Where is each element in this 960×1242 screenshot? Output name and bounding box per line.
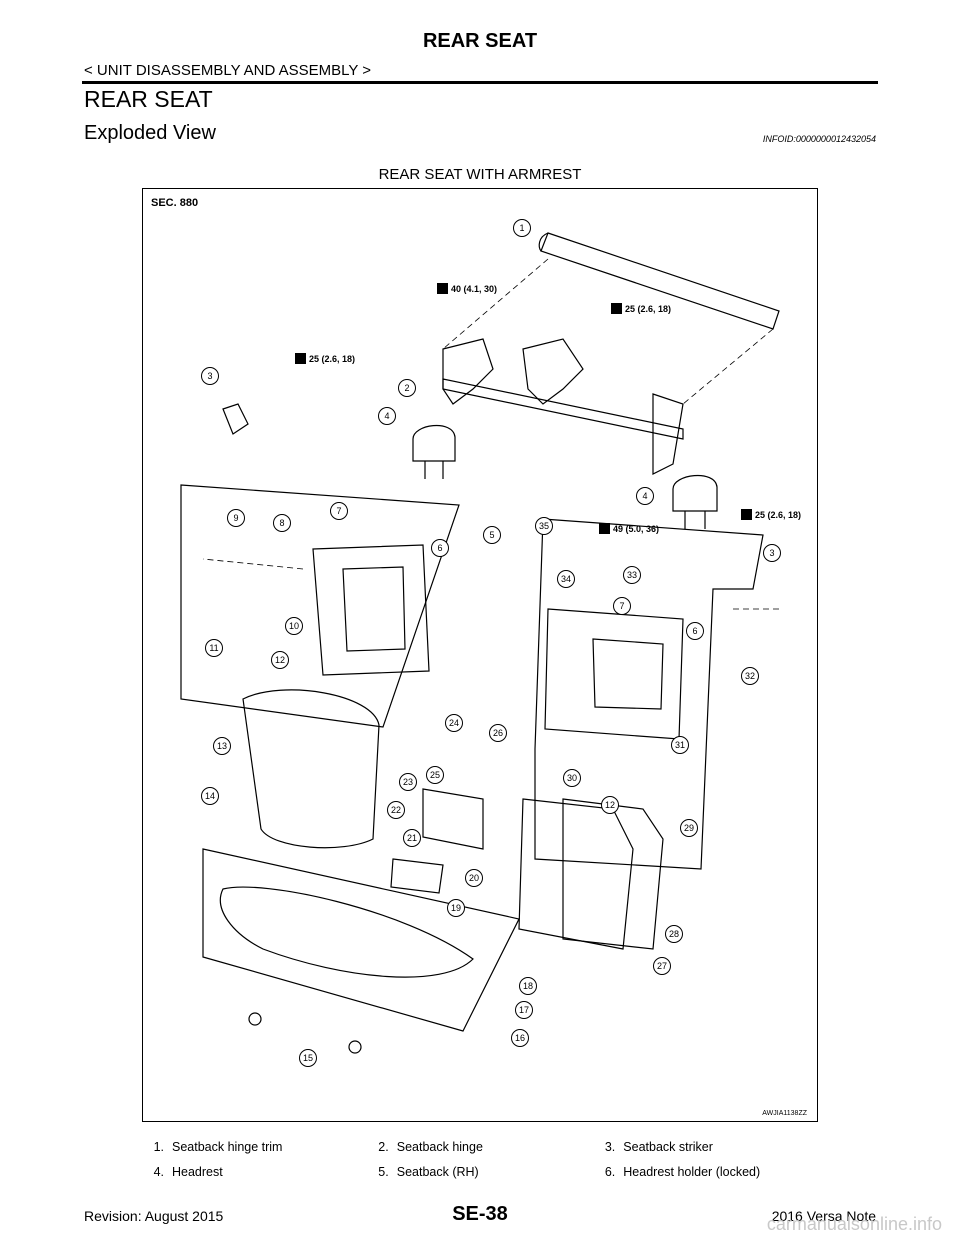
torque-icon [437,283,448,294]
page-number: SE-38 [452,1203,508,1225]
callout-28: 28 [665,925,683,943]
legend-number: 5. [378,1165,389,1179]
callout-27: 27 [653,957,671,975]
torque-value: 25 (2.6, 18) [309,353,356,364]
torque-spec: 25 (2.6, 18) [611,303,671,314]
torque-value: 25 (2.6, 18) [755,509,802,520]
callout-16: 16 [511,1029,529,1047]
callout-26: 26 [489,724,507,742]
callout-7: 7 [330,502,348,520]
torque-icon [295,353,306,364]
callout-4: 4 [636,487,654,505]
callout-5: 5 [483,526,501,544]
legend-number: 4. [153,1165,164,1179]
legend-number: 6. [604,1165,616,1179]
legend-text: Headrest [172,1165,223,1179]
legend-item: 3. Seatback striker [593,1140,818,1165]
callout-4: 4 [378,407,396,425]
legend-text: Seatback striker [623,1140,713,1154]
subsection-title: Exploded View [84,122,216,144]
torque-spec: 49 (5.0, 36) [599,523,659,534]
legend-text: Headrest holder (locked) [623,1165,761,1179]
info-id: INFOID:0000000012432054 [762,134,876,144]
torque-spec: 25 (2.6, 18) [295,353,355,364]
callout-9: 9 [227,509,245,527]
torque-value: 25 (2.6, 18) [625,303,672,314]
page-header-title: REAR SEAT [422,30,538,52]
callout-23: 23 [399,773,417,791]
callout-12: 12 [601,796,619,814]
callout-10: 10 [285,617,303,635]
legend-item: 4. Headrest [142,1165,367,1190]
callout-29: 29 [680,819,698,837]
legend-item: 5. Seatback (RH) [367,1165,594,1190]
legend-item: 2. Seatback hinge [367,1140,594,1165]
callout-21: 21 [403,829,421,847]
callout-25: 25 [426,766,444,784]
callout-17: 17 [515,1001,533,1019]
torque-icon [741,509,752,520]
exploded-view-drawing [180,232,783,1054]
callout-34: 34 [557,570,575,588]
callout-24: 24 [445,714,463,732]
legend-number: 2. [378,1140,389,1154]
figure-code: AWJIA1138ZZ [762,1110,807,1117]
model-name: 2016 Versa Note [771,1208,876,1224]
callout-11: 11 [205,639,223,657]
callout-2: 2 [398,379,416,397]
callout-19: 19 [447,899,465,917]
parts-legend: 1. Seatback hinge trim 2. Seatback hinge 3… [142,1140,818,1190]
callout-20: 20 [465,869,483,887]
legend-row: 1. Seatback hinge trim 2. Seatback hinge 3… [142,1140,818,1165]
callout-33: 33 [623,566,641,584]
header-divider [82,81,878,84]
section-title: REAR SEAT [84,86,213,112]
torque-icon [611,303,622,314]
callout-1: 1 [513,219,531,237]
torque-value: 40 (4.1, 30) [451,283,498,294]
callout-12: 12 [271,651,289,669]
section-number: SEC. 880 [151,197,199,209]
legend-text: Seatback (RH) [396,1165,479,1179]
legend-text: Seatback hinge trim [172,1140,283,1154]
legend-number: 1. [153,1140,164,1154]
revision-date: Revision: August 2015 [84,1208,224,1224]
watermark: carmanualsonline.info [766,1214,942,1234]
callout-32: 32 [741,667,759,685]
callout-6: 6 [431,539,449,557]
torque-spec: 40 (4.1, 30) [437,283,497,294]
callout-13: 13 [213,737,231,755]
callout-22: 22 [387,801,405,819]
legend-item: 1. Seatback hinge trim [142,1140,367,1165]
callout-15: 15 [299,1049,317,1067]
callout-3: 3 [201,367,219,385]
callout-30: 30 [563,769,581,787]
callout-14: 14 [201,787,219,805]
legend-row: 4. Headrest 5. Seatback (RH) 6. Headrest ho… [142,1165,818,1190]
torque-value: 49 (5.0, 36) [613,523,660,534]
legend-number: 3. [604,1140,616,1154]
callout-35: 35 [535,517,553,535]
callout-6: 6 [686,622,704,640]
callout-3: 3 [763,544,781,562]
torque-spec: 25 (2.6, 18) [741,509,801,520]
legend-item: 6. Headrest holder (locked) [593,1165,818,1190]
figure-title: REAR SEAT WITH ARMREST [378,166,582,183]
callout-7: 7 [613,597,631,615]
breadcrumb: < UNIT DISASSEMBLY AND ASSEMBLY > [84,62,372,79]
torque-icon [599,523,610,534]
callout-8: 8 [273,514,291,532]
callout-18: 18 [519,977,537,995]
callout-31: 31 [671,736,689,754]
legend-text: Seatback hinge [396,1140,483,1154]
